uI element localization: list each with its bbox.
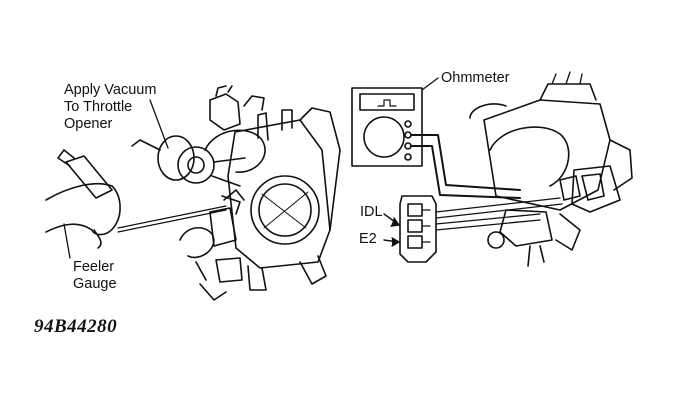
harness-lines bbox=[435, 197, 563, 231]
ohmmeter-icon bbox=[351, 87, 423, 167]
apply-vacuum-label-line3: Opener bbox=[64, 116, 113, 132]
apply-vacuum-label-line1: Apply Vacuum bbox=[64, 82, 157, 98]
idl-label: IDL bbox=[360, 204, 383, 220]
ohmmeter-leader bbox=[421, 77, 439, 91]
pin-arrows bbox=[383, 213, 400, 247]
feeler-gauge-icon bbox=[45, 149, 227, 249]
ohmmeter-label: Ohmmeter bbox=[441, 70, 510, 86]
feeler-gauge-label-line1: Feeler bbox=[73, 259, 115, 275]
figure-code: 94B44280 bbox=[34, 316, 118, 337]
connector-icon bbox=[399, 195, 437, 263]
throttle-body-icon bbox=[131, 85, 341, 301]
left-leader-lines bbox=[63, 99, 169, 259]
throttle-position-sensor-icon bbox=[469, 71, 633, 267]
e2-label: E2 bbox=[359, 231, 377, 247]
test-leads bbox=[410, 134, 521, 199]
apply-vacuum-label-line2: To Throttle bbox=[64, 99, 133, 115]
feeler-gauge-label-line2: Gauge bbox=[73, 276, 117, 292]
